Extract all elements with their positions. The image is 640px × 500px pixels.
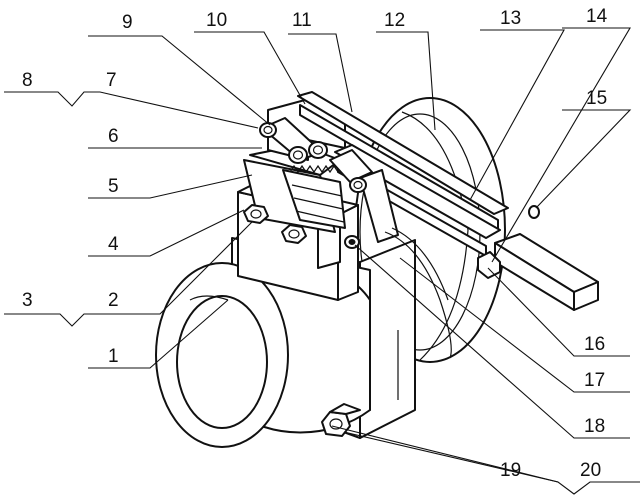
label-5: 5 (108, 176, 119, 197)
label-17: 17 (584, 370, 605, 391)
label-10: 10 (206, 10, 227, 31)
label-15: 15 (586, 88, 607, 109)
label-8: 8 (22, 70, 33, 91)
label-14: 14 (586, 6, 608, 27)
label-12: 12 (384, 10, 405, 31)
bolt-housing-right (281, 224, 307, 244)
bolt-9b (308, 141, 328, 159)
bolt-pivot (349, 177, 367, 193)
label-18: 18 (584, 416, 605, 437)
bolt-housing-left (243, 204, 269, 224)
label-4: 4 (108, 234, 119, 255)
label-6: 6 (108, 126, 119, 147)
label-1: 1 (108, 346, 119, 367)
label-20: 20 (580, 460, 601, 481)
label-7: 7 (106, 70, 117, 91)
drive-belt-inner (391, 227, 449, 301)
label-13: 13 (500, 8, 521, 29)
label-9: 9 (122, 12, 133, 33)
bolt-7 (259, 122, 277, 138)
sliding-arm (494, 233, 599, 311)
pin-15 (528, 205, 540, 219)
label-19: 19 (500, 460, 521, 481)
drive-belt (384, 231, 452, 359)
label-3: 3 (22, 290, 33, 311)
part-labels: 1 2 3 4 5 6 7 8 9 10 11 12 13 14 15 16 1… (22, 6, 608, 481)
bottom-bolt (321, 403, 361, 437)
gear-rack (282, 164, 346, 229)
label-2: 2 (108, 290, 119, 311)
label-11: 11 (292, 10, 312, 31)
bolt-9a (288, 146, 308, 164)
leader-lines (4, 27, 640, 495)
label-16: 16 (584, 334, 605, 355)
